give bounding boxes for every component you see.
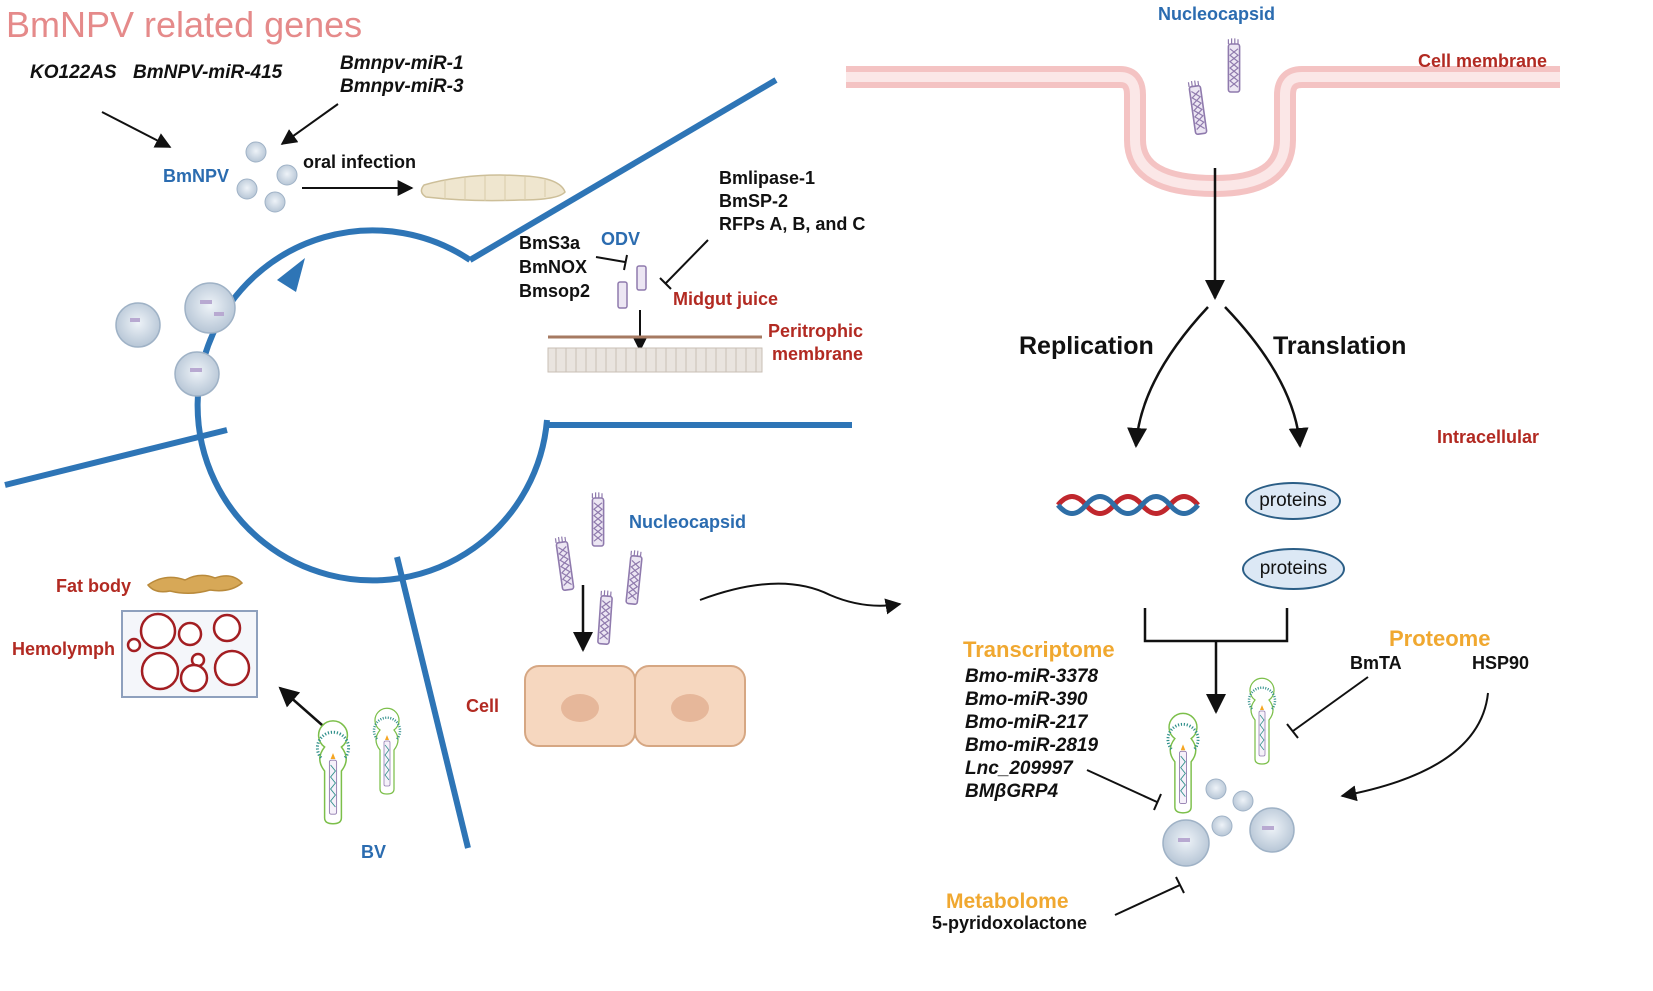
label-peritrophic-line-2: membrane [771, 344, 864, 364]
label-odv: ODV [601, 229, 641, 249]
inhibition-lines-right [1086, 676, 1489, 916]
gene-bmsop2: Bmsop2 [519, 281, 591, 301]
label-bmnpv: BmNPV [163, 166, 230, 186]
label-replication: Replication [1019, 332, 1154, 360]
peritrophic-membrane [547, 335, 763, 373]
host-cells [524, 665, 746, 747]
gene-arrows [101, 103, 414, 196]
gene-bmo-mir-390: Bmo-miR-390 [965, 689, 1088, 710]
label-hemolymph: Hemolymph [12, 639, 116, 659]
gene-bmta: BmTA [1350, 653, 1402, 673]
occlusion-bodies-right [1162, 778, 1295, 867]
label-midgut-juice: Midgut juice [673, 289, 778, 309]
nucleocapsids-left [554, 491, 902, 652]
label-oral-infection: oral infection [303, 152, 417, 172]
bv-to-hemolymph-arrow [278, 686, 331, 733]
label-proteome: Proteome [1389, 626, 1491, 651]
label-bv: BV [361, 842, 387, 862]
fat-body-icon [146, 574, 244, 594]
bmnpv-virions [236, 141, 298, 213]
gene-bmo-mir-3378: Bmo-miR-3378 [965, 666, 1099, 687]
inhibitors-right-list: Bmlipase-1 BmSP-2 RFPs A, B, and C [719, 167, 865, 236]
label-metabolome: Metabolome [946, 890, 1069, 913]
gene-bmlipase-1: Bmlipase-1 [719, 168, 816, 188]
nucleocapsids-right [1187, 37, 1241, 136]
inhibition-lines [595, 239, 709, 352]
occlusion-bodies-left [115, 282, 236, 397]
label-fat-body: Fat body [56, 576, 131, 596]
proteins-badge-1: proteins [1245, 482, 1341, 520]
label-translation: Translation [1273, 332, 1407, 360]
gene-lnc-209997: Lnc_209997 [965, 758, 1073, 779]
gene-bmnox: BmNOX [519, 257, 588, 277]
infection-cycle-circle [4, 77, 852, 849]
gene-bmnpv-mir-3: Bmnpv-miR-3 [340, 75, 464, 97]
silkworm-larva [420, 174, 566, 202]
gene-hsp90: HSP90 [1472, 653, 1530, 673]
label-nucleocapsid-left: Nucleocapsid [629, 512, 747, 532]
gene-bmo-mir-217: Bmo-miR-217 [965, 712, 1088, 733]
assembly-bracket [1143, 608, 1289, 714]
gene-bms3a: BmS3a [519, 233, 581, 253]
label-cell: Cell [466, 696, 500, 716]
inhibitors-left-list: BmS3a BmNOX Bmsop2 [519, 231, 590, 303]
label-transcriptome: Transcriptome [963, 637, 1115, 662]
label-peritrophic-line-1: Peritrophic [768, 321, 864, 341]
dna-helix-icon [1056, 494, 1200, 516]
replication-translation-arrows [1127, 168, 1309, 448]
diagram-title: BmNPV related genes [6, 4, 363, 45]
label-intracellular: Intracellular [1437, 427, 1540, 447]
transcriptome-gene-list: Bmo-miR-3378 Bmo-miR-390 Bmo-miR-217 Bmo… [965, 665, 1098, 803]
budded-virions-left [315, 707, 402, 826]
label-nucleocapsid-right: Nucleocapsid [1158, 4, 1276, 24]
gene-ko122as: KO122AS [30, 62, 117, 83]
metabolite-5-pyridoxolactone: 5-pyridoxolactone [932, 913, 1088, 933]
gene-bmbgrp4: BMβGRP4 [965, 781, 1059, 802]
proteins-badge-2: proteins [1242, 548, 1345, 590]
gene-rfps: RFPs A, B, and C [719, 214, 866, 234]
label-cell-membrane: Cell membrane [1418, 51, 1548, 71]
odv-particles [617, 265, 647, 309]
gene-bmnpv-mir-1: Bmnpv-miR-1 [340, 53, 464, 74]
gene-bmnpv-mir-415: BmNPV-miR-415 [133, 62, 283, 83]
gene-bmnpv-mir-list: Bmnpv-miR-1 Bmnpv-miR-3 [340, 53, 464, 99]
gene-bmsp-2: BmSP-2 [719, 191, 789, 211]
gene-bmo-mir-2819: Bmo-miR-2819 [965, 735, 1099, 756]
hemolymph-box [121, 610, 258, 698]
label-peritrophic-membrane: Peritrophic membrane [768, 320, 863, 366]
